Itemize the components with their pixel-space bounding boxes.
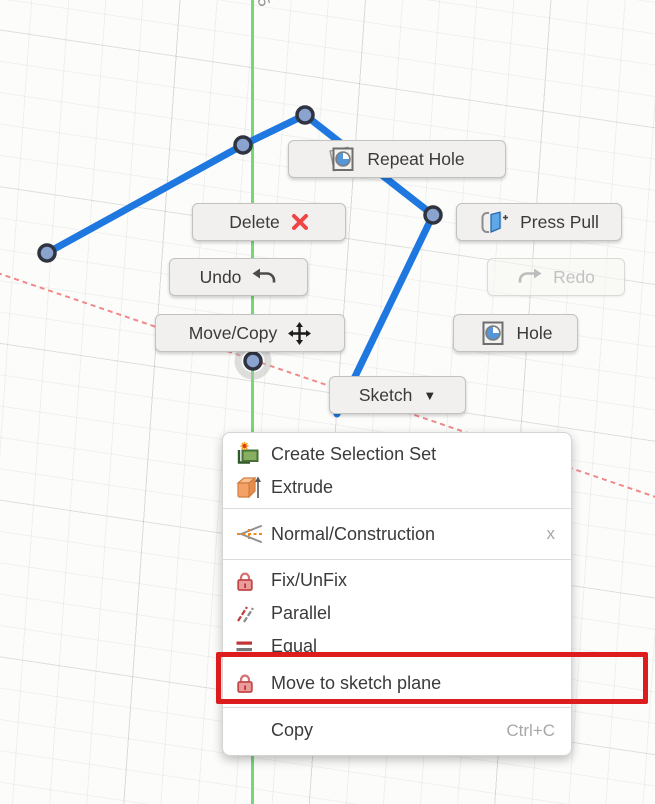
redo-label: Redo bbox=[553, 266, 595, 287]
delete-x-icon bbox=[291, 213, 309, 231]
menu-item-label: Create Selection Set bbox=[271, 444, 437, 464]
sketch-vertex[interactable] bbox=[423, 205, 443, 225]
equal-icon bbox=[235, 640, 271, 654]
sketch-label: Sketch bbox=[358, 384, 413, 405]
menu-item-create-selection-set[interactable]: Create Selection Set bbox=[223, 438, 571, 471]
move-cross-icon bbox=[288, 321, 312, 345]
menu-item-label: Fix/UnFix bbox=[271, 570, 347, 590]
context-menu: Create Selection Set Extrude bbox=[222, 432, 572, 756]
undo-button[interactable]: Undo bbox=[169, 258, 308, 296]
sketch-dropdown-button[interactable]: Sketch ▼ bbox=[329, 376, 466, 414]
move-copy-button[interactable]: Move/Copy bbox=[155, 314, 345, 352]
extrude-icon bbox=[235, 474, 271, 501]
hole-button[interactable]: Hole bbox=[453, 314, 578, 352]
repeat-hole-button[interactable]: Repeat Hole bbox=[288, 140, 506, 178]
menu-separator bbox=[223, 508, 571, 509]
undo-arrow-icon bbox=[252, 267, 277, 287]
menu-item-fix-unfix[interactable]: Fix/UnFix bbox=[223, 564, 571, 597]
menu-item-shortcut: x bbox=[546, 524, 556, 543]
menu-item-label: Copy bbox=[271, 720, 314, 740]
delete-button[interactable]: Delete bbox=[192, 203, 346, 241]
hole-label: Hole bbox=[516, 322, 553, 343]
undo-label: Undo bbox=[199, 266, 242, 287]
sketch-vertex[interactable] bbox=[233, 135, 253, 155]
menu-item-equal[interactable]: Equal bbox=[223, 630, 571, 663]
redo-button[interactable]: Redo bbox=[487, 258, 625, 296]
hole-icon bbox=[479, 320, 506, 347]
menu-item-parallel[interactable]: Parallel bbox=[223, 597, 571, 630]
delete-label: Delete bbox=[229, 211, 280, 232]
hole-icon bbox=[329, 145, 356, 173]
menu-separator bbox=[223, 707, 571, 708]
menu-item-normal-construction[interactable]: Normal/Construction x bbox=[223, 513, 571, 555]
sketch-vertex[interactable] bbox=[243, 351, 263, 371]
sketch-vertex[interactable] bbox=[37, 243, 57, 263]
menu-item-copy[interactable]: Copy Ctrl+C bbox=[223, 712, 571, 749]
press-pull-button[interactable]: Press Pull bbox=[456, 203, 622, 241]
lock-icon bbox=[235, 672, 271, 694]
sketch-vertices[interactable] bbox=[37, 105, 443, 371]
menu-item-move-to-sketch-plane[interactable]: Move to sketch plane bbox=[223, 663, 571, 703]
sketch-vertex[interactable] bbox=[295, 105, 315, 125]
menu-item-extrude[interactable]: Extrude bbox=[223, 471, 571, 504]
move-copy-label: Move/Copy bbox=[188, 322, 278, 343]
y-axis-line bbox=[251, 0, 254, 804]
menu-item-label: Equal bbox=[271, 636, 318, 656]
selection-set-icon bbox=[235, 441, 271, 468]
parallel-icon bbox=[235, 604, 271, 624]
lock-icon bbox=[235, 570, 271, 592]
press-pull-label: Press Pull bbox=[520, 211, 599, 232]
menu-separator bbox=[223, 559, 571, 560]
menu-item-label: Normal/Construction bbox=[271, 523, 436, 544]
press-pull-icon bbox=[479, 210, 509, 235]
redo-arrow-icon bbox=[517, 267, 542, 287]
repeat-hole-label: Repeat Hole bbox=[367, 148, 465, 169]
normal-construction-icon bbox=[235, 523, 271, 545]
chevron-down-icon: ▼ bbox=[423, 387, 437, 403]
menu-item-label: Parallel bbox=[271, 603, 332, 623]
menu-item-shortcut: Ctrl+C bbox=[506, 720, 555, 740]
menu-item-label: Move to sketch plane bbox=[271, 672, 442, 693]
menu-item-label: Extrude bbox=[271, 477, 334, 497]
